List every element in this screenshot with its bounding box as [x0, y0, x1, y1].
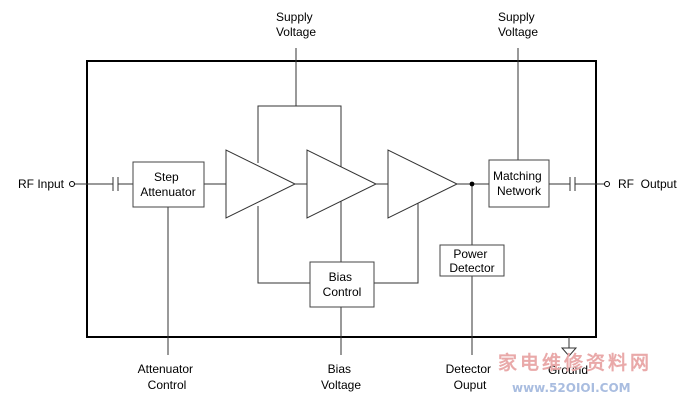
power-detector-block [439, 244, 505, 277]
rf-input-terminal [69, 181, 75, 187]
detector-output-label-1: Detector [446, 362, 491, 376]
step-attenuator-label-1: Step [154, 170, 179, 184]
matching-network-block [488, 159, 550, 208]
bias-voltage-label-2: Voltage [321, 378, 361, 392]
svg-text:Bias Voltage: Bias Voltage [321, 362, 361, 392]
supply-voltage-1-bus [257, 105, 342, 172]
ground-icon [560, 347, 578, 357]
bias-bus-left [257, 206, 310, 284]
matching-network-label-2: Network [497, 184, 542, 198]
svg-text:Supply Voltage: Supply Voltage [276, 10, 316, 39]
rf-output-terminal [604, 181, 610, 187]
detector-output-label-2: Ouput [454, 378, 487, 392]
supply-voltage-2-label-1: Supply [498, 10, 535, 24]
watermark-url: www.52OIOI.COM [512, 381, 631, 395]
supply-voltage-1-label-1: Supply [276, 10, 313, 24]
rf-output-label: RF Output [618, 177, 677, 191]
attenuator-control-label-2: Control [148, 378, 187, 392]
supply-voltage-2-label-2: Voltage [498, 25, 538, 39]
svg-text:Attenuator Control: Attenuator Control [138, 362, 197, 392]
bias-voltage-label-1: Bias [328, 362, 351, 376]
svg-text:Detector Ouput: Detector Ouput [446, 362, 495, 392]
bias-bus-right [374, 197, 419, 284]
watermark-chinese: 家电维修资料网 [498, 351, 652, 374]
svg-text:Supply Voltage: Supply Voltage [498, 10, 538, 39]
supply-voltage-1-label-2: Voltage [276, 25, 316, 39]
amplifier-3 [387, 149, 459, 219]
amplifier-1 [225, 149, 297, 219]
svg-text:Bias Control: Bias Control [323, 270, 362, 299]
bias-control-block [309, 261, 375, 308]
amplifier-2 [306, 149, 378, 219]
matching-network-label-1: Matching [493, 169, 542, 183]
svg-text:Matching Network: Matching Network [493, 169, 545, 198]
svg-text:Power Detector: Power Detector [449, 247, 494, 275]
bias-control-label-1: Bias [329, 270, 352, 284]
junction-dot [469, 181, 475, 187]
svg-text:Step Attenuator: Step Attenuator [140, 170, 195, 199]
ground-label: Ground [548, 363, 588, 377]
rf-input-label: RF Input [18, 177, 65, 191]
power-detector-label-1: Power [453, 247, 487, 261]
attenuator-control-label-1: Attenuator [138, 362, 193, 376]
step-attenuator-block [132, 161, 205, 208]
step-attenuator-label-2: Attenuator [140, 185, 195, 199]
power-detector-label-2: Detector [449, 261, 494, 275]
bias-control-label-2: Control [323, 285, 362, 299]
